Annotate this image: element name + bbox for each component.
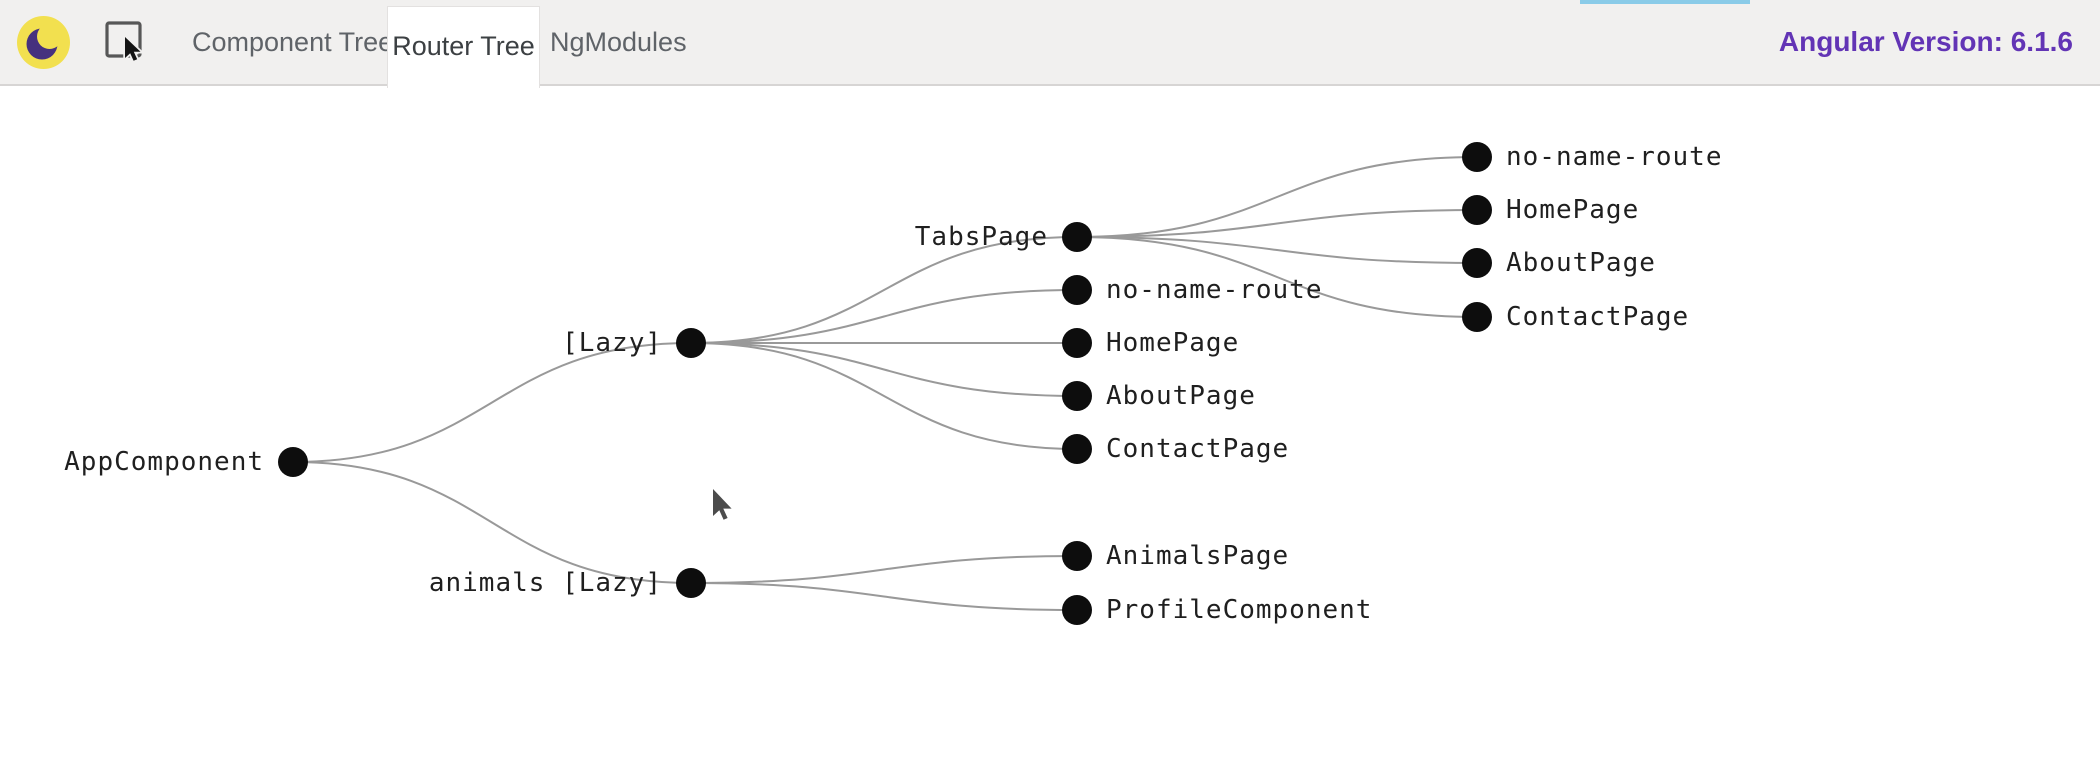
tree-node-tabs[interactable] (1062, 222, 1092, 252)
tree-node-home2[interactable] (1462, 195, 1492, 225)
tree-node-about1[interactable] (1062, 381, 1092, 411)
tree-node-label-contact1[interactable]: ContactPage (1106, 434, 1289, 464)
tree-node-animals[interactable] (676, 568, 706, 598)
tree-node-label-app[interactable]: AppComponent (64, 447, 264, 477)
tree-edge (690, 582, 1078, 611)
tree-node-app[interactable] (278, 447, 308, 477)
tree-node-contact1[interactable] (1062, 434, 1092, 464)
tab-ngmodules[interactable]: NgModules (550, 27, 687, 57)
toolbar: Component Tree Router Tree NgModules Ang… (0, 0, 2100, 88)
tree-node-label-profile[interactable]: ProfileComponent (1106, 595, 1372, 625)
tree-node-label-animals[interactable]: animals [Lazy] (429, 568, 662, 598)
tree-node-animalspage[interactable] (1062, 541, 1092, 571)
tree-node-label-animalspage[interactable]: AnimalsPage (1106, 541, 1289, 571)
angular-version-label: Angular Version: 6.1.6 (1778, 26, 2073, 57)
tree-node-label-home2[interactable]: HomePage (1506, 195, 1639, 225)
tree-edge (1076, 236, 1478, 264)
tree-node-nnr1[interactable] (1062, 275, 1092, 305)
tree-edge (1076, 209, 1478, 238)
tree-node-profile[interactable] (1062, 595, 1092, 625)
tree-edge (690, 555, 1078, 584)
tree-node-label-nnr2[interactable]: no-name-route (1506, 142, 1723, 172)
tree-node-home1[interactable] (1062, 328, 1092, 358)
tree-edge (292, 342, 692, 463)
augury-logo-icon (17, 16, 70, 69)
tab-router-tree[interactable]: Router Tree (387, 6, 540, 88)
tab-component-tree[interactable]: Component Tree (192, 27, 394, 57)
tree-edge (690, 289, 1078, 344)
tree-edge (690, 236, 1078, 344)
tree-node-contact2[interactable] (1462, 302, 1492, 332)
top-blue-strip (1580, 0, 1750, 4)
tree-edge (690, 342, 1078, 450)
tree-edge (1076, 156, 1478, 238)
tree-node-lazy[interactable] (676, 328, 706, 358)
tree-node-label-about2[interactable]: AboutPage (1506, 248, 1656, 278)
tree-node-nnr2[interactable] (1462, 142, 1492, 172)
tree-node-label-about1[interactable]: AboutPage (1106, 381, 1256, 411)
tree-node-label-nnr1[interactable]: no-name-route (1106, 275, 1323, 305)
tree-edge (292, 461, 692, 584)
tree-node-label-tabs[interactable]: TabsPage (915, 222, 1048, 252)
inspect-element-icon[interactable] (104, 20, 148, 66)
tree-edge (690, 342, 1078, 397)
tree-node-label-contact2[interactable]: ContactPage (1506, 302, 1689, 332)
tree-edge (1076, 236, 1478, 318)
tree-node-label-lazy[interactable]: [Lazy] (562, 328, 662, 358)
tree-node-about2[interactable] (1462, 248, 1492, 278)
tree-node-label-home1[interactable]: HomePage (1106, 328, 1239, 358)
